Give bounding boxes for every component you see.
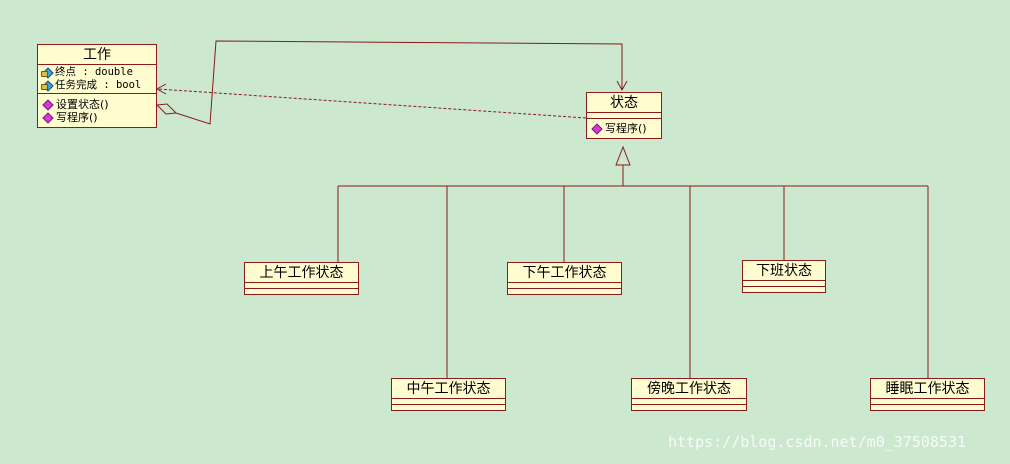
class-offwork-state[interactable]: 下班状态 [742,260,826,293]
class-noon-state-operations [392,404,505,410]
class-evening-state-operations [632,404,746,410]
operation-text: 写程序() [605,122,647,135]
class-state-operations: 写程序() [587,118,661,138]
class-work-attributes: 终点 : double 任务完成 : bool [38,64,156,93]
class-morning-state-attributes [245,282,358,288]
aggregation-line [175,40,623,125]
class-morning-state-operations [245,288,358,294]
dependency-arrowhead [155,83,167,95]
class-morning-state[interactable]: 上午工作状态 [244,262,359,295]
attribute-row: 终点 : double [41,66,153,79]
class-morning-state-name: 上午工作状态 [259,265,344,281]
class-evening-state[interactable]: 傍晚工作状态 [631,378,747,411]
operation-row: 写程序() [41,111,153,124]
operation-text: 设置状态() [56,98,109,111]
class-sleep-state-operations [871,404,984,410]
class-afternoon-state[interactable]: 下午工作状态 [507,262,622,295]
class-state-attributes [587,112,661,118]
class-afternoon-state-attributes [508,282,621,288]
protected-attribute-icon [41,68,52,77]
class-noon-state-attributes [392,398,505,404]
class-evening-state-attributes [632,398,746,404]
operation-row: 写程序() [590,122,658,135]
class-sleep-state[interactable]: 睡眠工作状态 [870,378,985,411]
protected-attribute-icon [41,81,52,90]
generalization-triangle [615,145,631,166]
attribute-text: 任务完成 : bool [55,79,142,91]
class-offwork-state-operations [743,286,825,292]
class-noon-state[interactable]: 中午工作状态 [391,378,506,411]
class-afternoon-state-operations [508,288,621,294]
class-offwork-state-name: 下班状态 [756,263,812,279]
watermark-url: https://blog.csdn.net/m0_37508531 [668,433,967,451]
attribute-row: 任务完成 : bool [41,79,153,92]
dependency-line [157,88,587,119]
public-operation-icon [591,122,603,135]
aggregation-diamond [155,103,178,115]
class-offwork-state-attributes [743,280,825,286]
public-operation-icon [42,111,54,124]
class-work-operations: 设置状态() 写程序() [38,93,156,127]
operation-row: 设置状态() [41,98,153,111]
class-work-name: 工作 [83,47,111,63]
class-sleep-state-name: 睡眠工作状态 [885,381,970,397]
public-operation-icon [42,98,54,111]
attribute-text: 终点 : double [55,66,133,78]
class-sleep-state-attributes [871,398,984,404]
aggregation-arrowhead [616,80,628,92]
class-evening-state-name: 傍晚工作状态 [647,381,731,397]
class-state[interactable]: 状态 写程序() [586,92,662,139]
class-work[interactable]: 工作 终点 : double 任务完成 : bool 设置状态() 写程序() [37,44,157,128]
class-afternoon-state-name: 下午工作状态 [522,265,607,281]
operation-text: 写程序() [56,111,98,124]
class-state-name: 状态 [610,95,638,111]
class-noon-state-name: 中午工作状态 [406,381,491,397]
